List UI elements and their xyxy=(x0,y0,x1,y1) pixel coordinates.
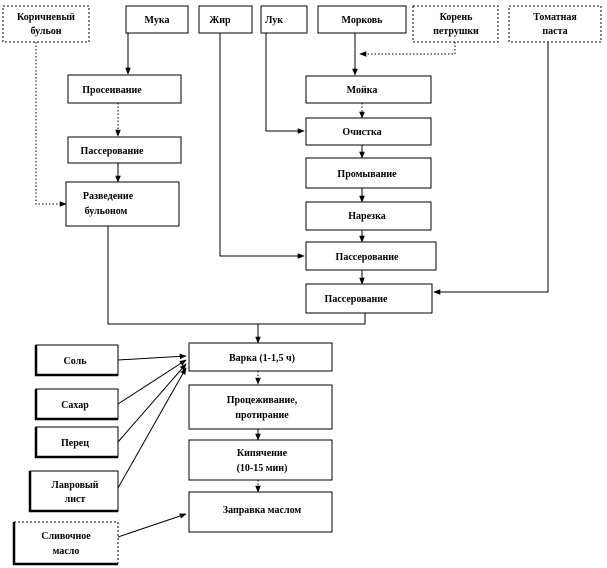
sugar-label: Сахар xyxy=(61,400,89,411)
pepper-label: Перец xyxy=(61,438,89,449)
washing-label: Мойка xyxy=(347,85,378,96)
saute-veg-label: Пассерование xyxy=(336,252,399,263)
peeling-label: Очистка xyxy=(342,127,381,138)
simmering-label-line2: (10-15 мин) xyxy=(237,463,288,474)
arrow-bayleaf-to-boiling xyxy=(117,367,187,489)
fat-label: Жир xyxy=(209,15,231,26)
sifting-label: Просеивание xyxy=(82,85,142,96)
parsley-label-line1: Корень xyxy=(440,12,474,23)
carrot-label: Морковь xyxy=(342,15,384,26)
onion-label: Лук xyxy=(265,15,283,26)
input-onion: Лук xyxy=(260,5,308,34)
salt-label: Соль xyxy=(64,356,88,367)
arrow-salt-to-boiling xyxy=(117,353,187,361)
step-washing: Мойка xyxy=(305,75,432,104)
dilution-label-line2: бульоном xyxy=(85,206,128,217)
brown-broth-label-line1: Коричневый xyxy=(17,12,75,23)
dilution-label-line1: Разведение xyxy=(83,191,134,202)
brown-broth-label-line2: бульон xyxy=(30,26,61,37)
input-fat: Жир xyxy=(198,5,253,34)
step-peeling: Очистка xyxy=(305,117,432,146)
arrow-onion-to-peeling xyxy=(265,33,305,134)
step-saute-flour: Пассерование xyxy=(67,136,182,164)
arrow-fat-to-saute-veg xyxy=(219,33,305,259)
arrow-parsley-to-washing xyxy=(359,42,456,57)
step-sifting: Просеивание xyxy=(67,74,182,104)
step-boiling: Варка (1-1,5 ч) xyxy=(188,342,333,372)
additive-bay-leaf: Лавровый лист xyxy=(28,470,119,513)
straining-label-line1: Процеживание, xyxy=(227,395,298,406)
saute-tomato-label: Пассерование xyxy=(325,294,388,305)
tomato-label-line2: паста xyxy=(542,26,567,37)
input-flour: Мука xyxy=(125,5,189,34)
butter-label-line2: масло xyxy=(53,546,80,557)
cutting-label: Нарезка xyxy=(348,211,385,222)
arrow-sugar-to-boiling xyxy=(117,359,187,405)
input-brown-broth: Коричневый бульон xyxy=(2,5,90,43)
step-cutting: Нарезка xyxy=(305,201,432,231)
input-parsley-root: Корень петрушки xyxy=(412,5,499,43)
saute-flour-label: Пассерование xyxy=(81,146,144,157)
arrow-tomato-to-saute xyxy=(433,42,549,295)
step-saute-tomato: Пассерование xyxy=(305,283,433,314)
input-tomato-paste: Томатная паста xyxy=(508,5,602,43)
additive-butter: Сливочное масло xyxy=(12,521,119,566)
arrow-broth-to-dilution xyxy=(35,42,67,207)
step-dilution: Разведение бульоном xyxy=(65,181,180,227)
dressing-label: Заправка маслом xyxy=(223,505,302,516)
bay-leaf-label-line1: Лавровый xyxy=(51,480,98,491)
rinsing-label: Промывание xyxy=(337,169,397,180)
additive-pepper: Перец xyxy=(34,426,119,459)
bay-leaf-label-line2: лист xyxy=(65,494,86,505)
straining-label-line2: протирание xyxy=(235,410,289,421)
additive-salt: Соль xyxy=(34,344,119,377)
boiling-label: Варка (1-1,5 ч) xyxy=(229,353,295,364)
tomato-label-line1: Томатная xyxy=(533,12,577,23)
input-carrot: Морковь xyxy=(317,5,407,34)
merge-line xyxy=(107,226,366,325)
parsley-label-line2: петрушки xyxy=(433,26,479,37)
butter-label-line1: Сливочное xyxy=(41,531,91,542)
step-dressing: Заправка маслом xyxy=(188,491,333,533)
connectors xyxy=(35,33,549,538)
step-saute-veg: Пассерование xyxy=(305,241,437,271)
additive-sugar: Сахар xyxy=(34,388,119,421)
step-simmering: Кипячение (10-15 мин) xyxy=(188,439,333,481)
step-straining: Процеживание, протирание xyxy=(188,384,333,430)
arrow-pepper-to-boiling xyxy=(117,363,187,443)
arrow-butter-to-dressing xyxy=(117,513,187,538)
simmering-label-line1: Кипячение xyxy=(237,448,288,459)
step-rinsing: Промывание xyxy=(305,157,432,189)
flour-label: Мука xyxy=(145,15,170,26)
